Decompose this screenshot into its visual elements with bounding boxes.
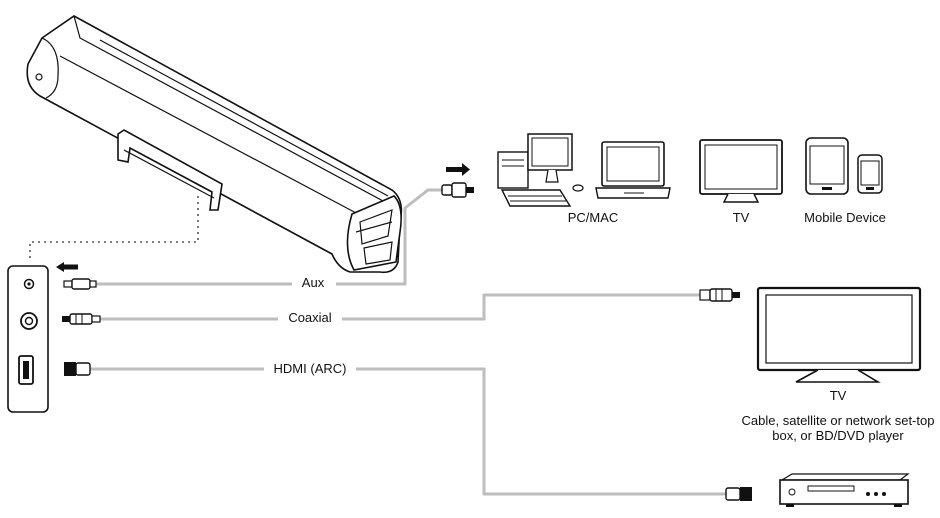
tv-top-label: TV xyxy=(733,210,750,225)
panel-leader-line xyxy=(29,196,199,262)
hdmi-plug-player-icon xyxy=(725,487,752,501)
settop-caption-line1: Cable, satellite or network set-top xyxy=(742,413,935,428)
aux-plug-pc-icon xyxy=(441,182,474,198)
hdmi-cable xyxy=(90,367,726,496)
pc-mac-icon xyxy=(497,133,584,207)
coaxial-plug-icon xyxy=(62,313,101,325)
pc-arrow-icon xyxy=(446,163,470,176)
laptop-icon xyxy=(595,141,671,199)
soundbar-illustration xyxy=(26,15,403,274)
connector-panel xyxy=(7,265,49,413)
pc-mac-label: PC/MAC xyxy=(568,210,619,225)
phone-icon xyxy=(857,154,883,194)
tablet-icon xyxy=(805,137,849,195)
hdmi-plug-icon xyxy=(64,362,91,376)
mobile-device-label: Mobile Device xyxy=(804,210,886,225)
coaxial-cable xyxy=(100,293,700,321)
settop-caption-line2: box, or BD/DVD player xyxy=(772,428,904,443)
coaxial-label: Coaxial xyxy=(288,310,331,325)
tv-top-icon xyxy=(699,139,783,203)
panel-arrow-icon xyxy=(56,262,78,272)
tv-right-label: TV xyxy=(830,388,847,403)
aux-plug-icon xyxy=(63,278,97,290)
coaxial-plug-tv-icon xyxy=(699,288,740,302)
hdmi-label: HDMI (ARC) xyxy=(274,361,347,376)
aux-label: Aux xyxy=(302,275,325,290)
tv-right-icon xyxy=(756,286,922,383)
bd-dvd-player-icon xyxy=(779,473,910,507)
